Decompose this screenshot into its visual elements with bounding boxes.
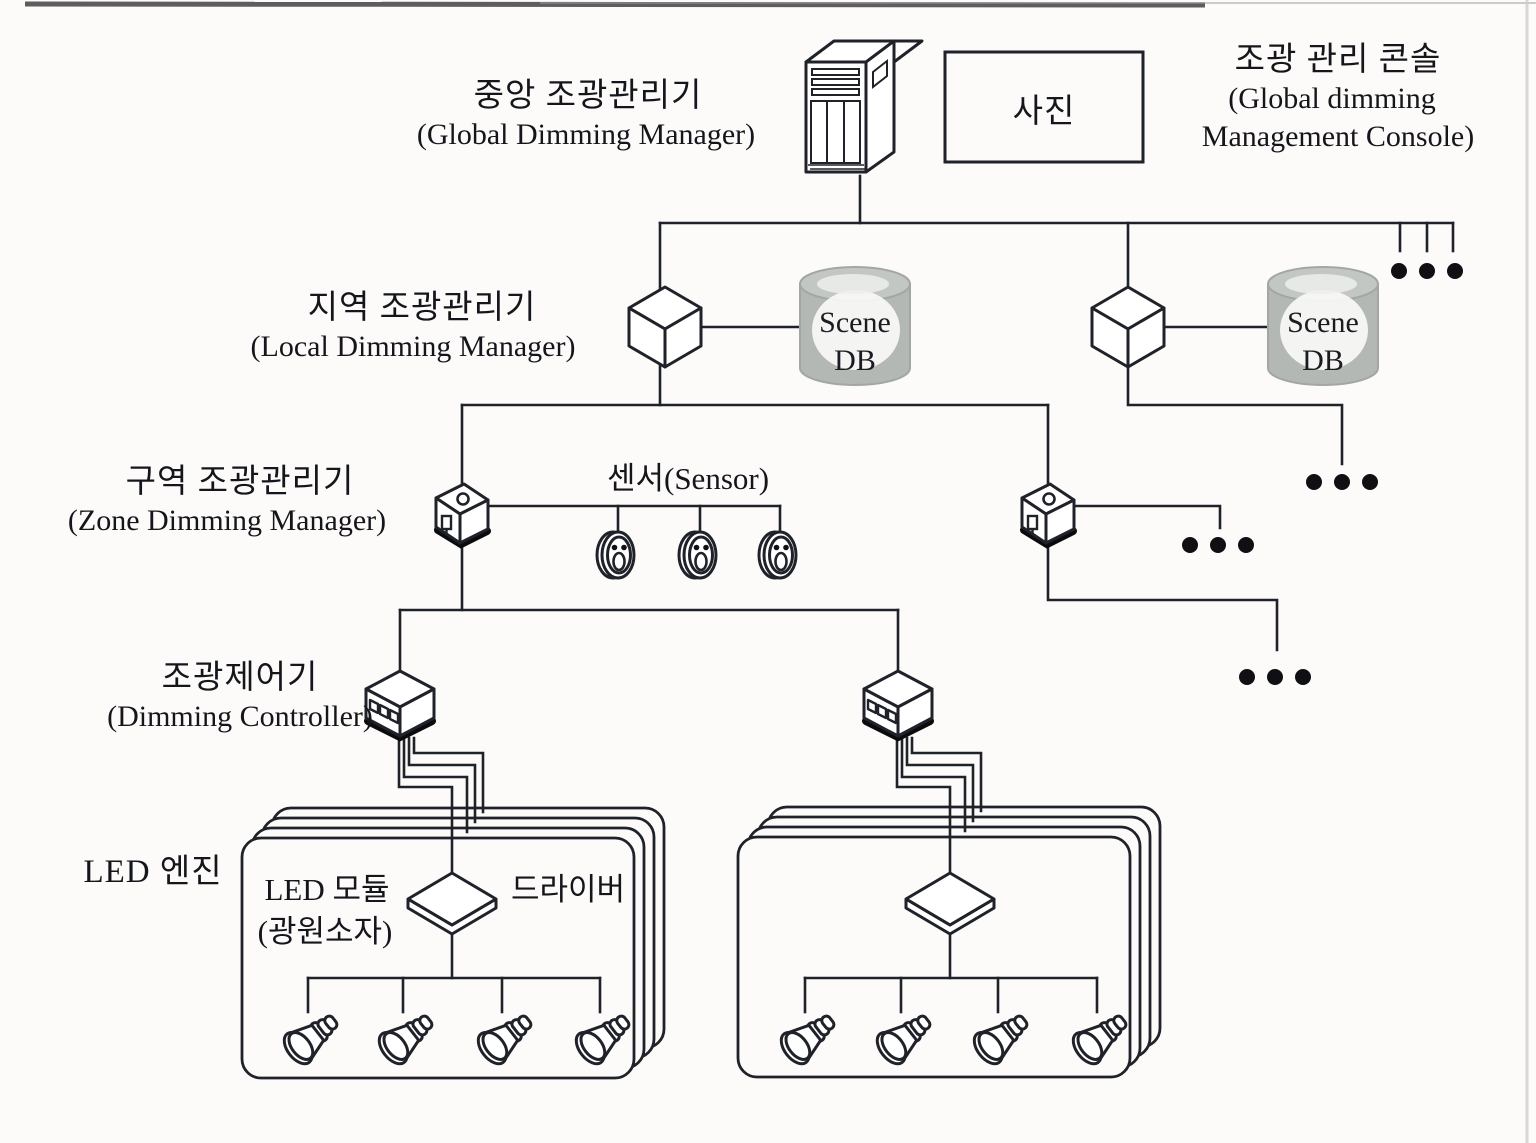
more-sensors-dots bbox=[1182, 537, 1254, 553]
led-engine-right-internals bbox=[774, 871, 1136, 1071]
scene-db-left: Scene DB bbox=[799, 266, 911, 386]
local-dimming-manager-left bbox=[627, 285, 703, 369]
scene-db-left-label2: DB bbox=[834, 344, 876, 377]
wire-bundle-left bbox=[397, 736, 485, 876]
zone-dimming-manager-left bbox=[436, 484, 488, 544]
led-module-label2: (광원소자) bbox=[258, 914, 393, 949]
more-zone-managers-dots bbox=[1306, 474, 1378, 490]
console-label-en1: (Global dimming bbox=[1228, 82, 1435, 115]
zone-dimming-manager-right bbox=[1022, 484, 1074, 544]
diagram-labels: 중앙 조광관리기 (Global Dimming Manager) 조광 관리 … bbox=[68, 42, 1474, 949]
zone-manager-label-ko: 구역 조광관리기 bbox=[126, 464, 355, 500]
local-manager-label-ko: 지역 조광관리기 bbox=[308, 290, 537, 326]
scan-artifacts bbox=[24, 0, 1536, 1143]
sensor-group bbox=[595, 530, 798, 580]
global-manager-label-en: (Global Dimming Manager) bbox=[417, 118, 755, 151]
photo-placeholder-box: 사진 bbox=[943, 50, 1145, 164]
led-engine-label: LED 엔진 bbox=[83, 854, 222, 890]
server-side-face bbox=[864, 39, 896, 174]
more-local-managers-dots bbox=[1391, 263, 1463, 279]
local-manager-label-en: (Local Dimming Manager) bbox=[251, 330, 576, 363]
zone-manager-label-en: (Zone Dimming Manager) bbox=[68, 504, 386, 537]
more-controllers-dots bbox=[1239, 669, 1311, 685]
scene-db-right: Scene DB bbox=[1267, 266, 1379, 386]
scene-db-right-label2: DB bbox=[1302, 344, 1344, 377]
server-front-face bbox=[804, 60, 868, 174]
scene-db-left-label1: Scene bbox=[819, 306, 891, 339]
led-engine-left-internals bbox=[277, 871, 639, 1071]
connector-lines bbox=[398, 174, 1455, 674]
server-top-face bbox=[804, 39, 924, 64]
console-label-en2: Management Console) bbox=[1202, 120, 1474, 153]
global-manager-label-ko: 중앙 조광관리기 bbox=[474, 78, 703, 114]
global-dimming-manager-node bbox=[804, 39, 924, 174]
wire-bundle-right bbox=[895, 736, 983, 876]
dimming-controller-left bbox=[366, 671, 434, 737]
dimming-controller-right bbox=[864, 671, 932, 737]
controller-label-ko: 조광제어기 bbox=[162, 660, 319, 696]
led-module-label1: LED 모듈 bbox=[264, 872, 389, 907]
controller-label-en: (Dimming Controller) bbox=[107, 700, 373, 733]
local-dimming-manager-right bbox=[1090, 285, 1166, 369]
console-label-ko: 조광 관리 콘솔 bbox=[1235, 42, 1442, 78]
driver-label: 드라이버 bbox=[511, 872, 625, 907]
sensor-label: 센서(Sensor) bbox=[607, 461, 769, 496]
photo-box-label: 사진 bbox=[1013, 94, 1076, 130]
scene-db-right-label1: Scene bbox=[1287, 306, 1359, 339]
